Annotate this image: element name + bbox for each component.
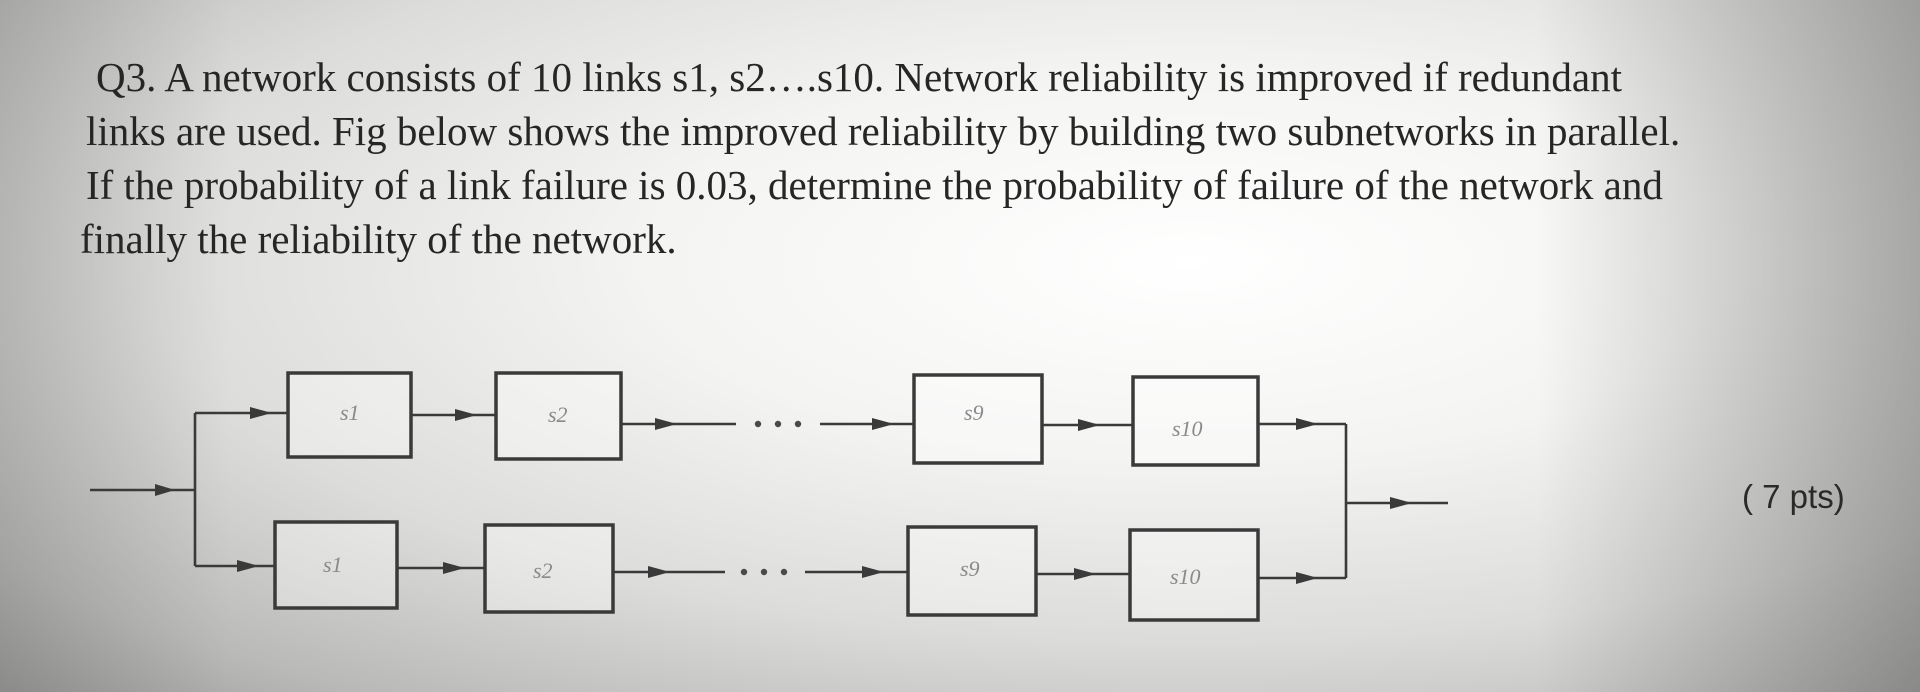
input-arrow	[155, 484, 175, 496]
bottom-arrow-2-dots	[648, 566, 670, 578]
top-link-s1-label: s1	[340, 400, 360, 425]
bottom-arrow-dots-9	[862, 566, 884, 578]
question-line-4: finally the reliability of the network.	[80, 216, 677, 262]
top-exit-arrow	[1296, 418, 1318, 430]
bottom-ellipsis-dot	[780, 568, 788, 576]
bottom-link-s2	[483, 523, 615, 614]
question-line-1: Q3. A network consists of 10 links s1, s…	[96, 54, 1622, 100]
bottom-link-s2-label: s2	[533, 558, 553, 583]
top-link-s9	[912, 373, 1044, 465]
bottom-ellipsis-dot	[740, 568, 748, 576]
bottom-arrow-1-2	[443, 562, 465, 574]
top-arrow-1-2	[455, 409, 477, 421]
top-link-s10	[1131, 375, 1260, 467]
bottom-link-s10	[1128, 528, 1260, 622]
bottom-ellipsis-dot	[760, 568, 768, 576]
bottom-exit-arrow	[1296, 572, 1318, 584]
bottom-link-s1-label: s1	[323, 552, 343, 577]
top-arrow-dots-9	[872, 418, 894, 430]
points-label: ( 7 pts)	[1742, 478, 1845, 515]
bottom-link-s9	[906, 525, 1038, 617]
question-line-3: If the probability of a link failure is …	[86, 162, 1663, 208]
top-ellipsis-dot	[794, 420, 802, 428]
top-entry-arrow	[250, 407, 272, 419]
question-line-2: links are used. Fig below shows the impr…	[86, 108, 1681, 154]
top-arrow-9-10	[1078, 419, 1100, 431]
top-ellipsis-dot	[754, 420, 762, 428]
bottom-arrow-9-10	[1074, 568, 1096, 580]
output-arrow	[1390, 497, 1412, 509]
bottom-link-s9-label: s9	[960, 556, 980, 581]
top-link-s1	[286, 371, 413, 459]
top-link-s2	[494, 371, 623, 461]
bottom-entry-arrow	[237, 560, 259, 572]
question-text: Q3. A network consists of 10 links s1, s…	[80, 50, 1880, 266]
top-link-s9-label: s9	[964, 400, 984, 425]
bottom-link-s1	[273, 520, 399, 610]
top-link-s10-label: s10	[1172, 416, 1203, 441]
top-ellipsis-dot	[774, 420, 782, 428]
top-link-s2-label: s2	[548, 402, 568, 427]
bottom-link-s10-label: s10	[1170, 564, 1201, 589]
top-arrow-2-dots	[655, 418, 677, 430]
